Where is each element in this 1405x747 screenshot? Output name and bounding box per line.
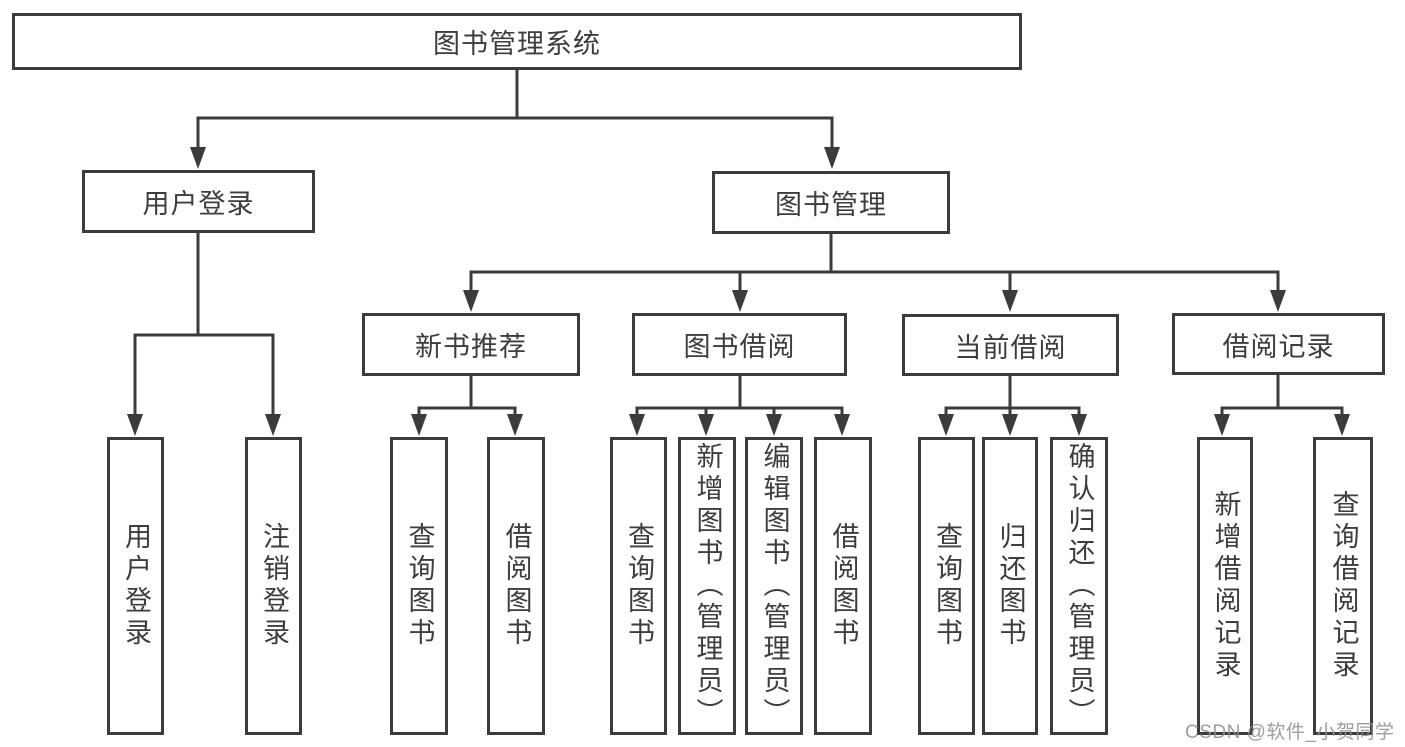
leaf-label: 确认归还（管理员）	[1064, 442, 1095, 730]
leaf-label: 新增图书（管理员）	[692, 442, 723, 730]
leaf-borrowing-add-books-admin: 新增图书（管理员）	[678, 437, 736, 735]
leaf-newbook-borrow-books: 借阅图书	[487, 437, 545, 735]
node-label: 当前借阅	[954, 332, 1067, 363]
leaf-label: 查询借阅记录	[1328, 490, 1359, 682]
leaf-label: 查询图书	[932, 522, 962, 650]
leaf-label: 查询图书	[624, 522, 654, 650]
node-book-borrowing: 图书借阅	[632, 313, 847, 376]
leaf-label: 查询图书	[404, 522, 435, 650]
node-book-management: 图书管理	[712, 171, 950, 234]
leaf-borrowing-borrow-books: 借阅图书	[814, 437, 872, 735]
node-label: 新书推荐	[415, 332, 527, 362]
node-label: 图书管理系统	[433, 29, 601, 59]
leaf-borrowing-query-books: 查询图书	[610, 437, 667, 735]
leaf-label: 归还图书	[995, 522, 1026, 650]
leaf-label: 借阅图书	[828, 522, 859, 650]
leaf-user-login: 用户登录	[107, 437, 164, 735]
leaf-borrowing-edit-books-admin: 编辑图书（管理员）	[745, 437, 803, 735]
leaf-current-query-books: 查询图书	[918, 437, 975, 735]
node-user-login: 用户登录	[82, 170, 315, 233]
node-new-book-recommendation: 新书推荐	[362, 313, 580, 376]
leaf-label: 注销登录	[259, 522, 289, 650]
leaf-label: 用户登录	[121, 522, 151, 650]
node-label: 图书管理	[775, 190, 887, 220]
leaf-records-query-borrow-record: 查询借阅记录	[1313, 437, 1373, 735]
leaf-newbook-query-books: 查询图书	[390, 437, 448, 735]
leaf-current-confirm-return-admin: 确认归还（管理员）	[1050, 437, 1108, 735]
node-library-management-system: 图书管理系统	[12, 13, 1022, 70]
node-label: 借阅记录	[1222, 331, 1335, 362]
leaf-logout: 注销登录	[245, 437, 302, 735]
leaf-current-return-books: 归还图书	[982, 437, 1038, 735]
leaf-label: 编辑图书（管理员）	[759, 442, 790, 730]
node-borrowing-records: 借阅记录	[1172, 313, 1385, 375]
leaf-label: 新增借阅记录	[1210, 490, 1241, 682]
node-label: 图书借阅	[683, 332, 796, 362]
node-current-borrowing: 当前借阅	[902, 314, 1119, 376]
leaf-records-add-borrow-record: 新增借阅记录	[1197, 437, 1253, 735]
node-label: 用户登录	[142, 189, 255, 219]
leaf-label: 借阅图书	[501, 522, 532, 650]
csdn-watermark: CSDN @软件_小贺同学	[1185, 722, 1395, 743]
